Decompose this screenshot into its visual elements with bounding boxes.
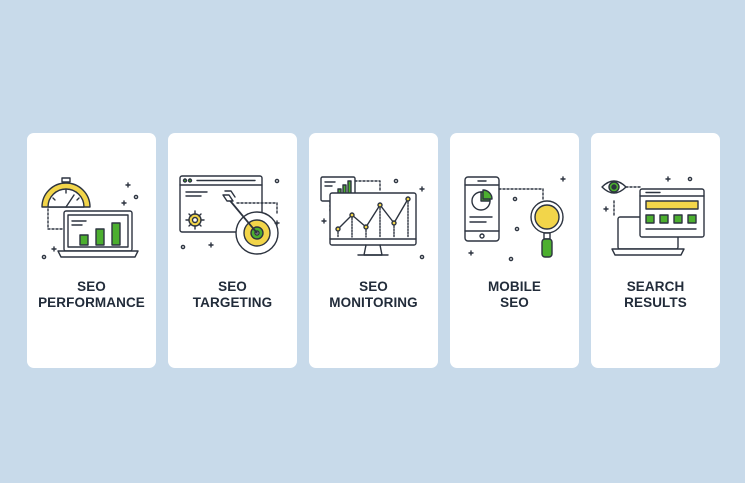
card-title-line-2: SEO [500,295,529,310]
card-search-results[interactable]: SEARCH RESULTS [591,133,720,368]
card-title-line-2: RESULTS [624,295,687,310]
stopwatch-laptop-chart-icon [41,177,139,260]
card-title-line-1: MOBILE [487,279,542,294]
card-title-line-2: TARGETING [192,295,273,310]
cards-row: SEO PERFORMANCE [27,133,720,368]
card-title-line-2: MONITORING [329,295,418,310]
card-seo-performance[interactable]: SEO PERFORMANCE [27,133,156,368]
card-title: SEO TARGETING [168,279,297,311]
card-mobile-seo[interactable]: MOBILE SEO [450,133,579,368]
card-title: SEO PERFORMANCE [27,279,156,311]
card-title: MOBILE SEO [450,279,579,311]
card-title-line-1: SEO [359,279,388,294]
card-seo-targeting[interactable]: SEO TARGETING [168,133,297,368]
smartphone-magnifier-icon [464,176,566,262]
eye-laptop-search-results-icon [601,176,705,256]
card-title: SEARCH RESULTS [591,279,720,311]
card-title: SEO MONITORING [309,279,438,311]
card-title-line-1: SEARCH [626,279,685,294]
browser-target-arrow-icon [179,175,280,255]
card-seo-monitoring[interactable]: SEO MONITORING [309,133,438,368]
card-title-line-1: SEO [218,279,247,294]
card-title-line-2: PERFORMANCE [38,295,145,310]
card-title-line-1: SEO [77,279,106,294]
monitor-line-chart-icon [320,176,425,260]
